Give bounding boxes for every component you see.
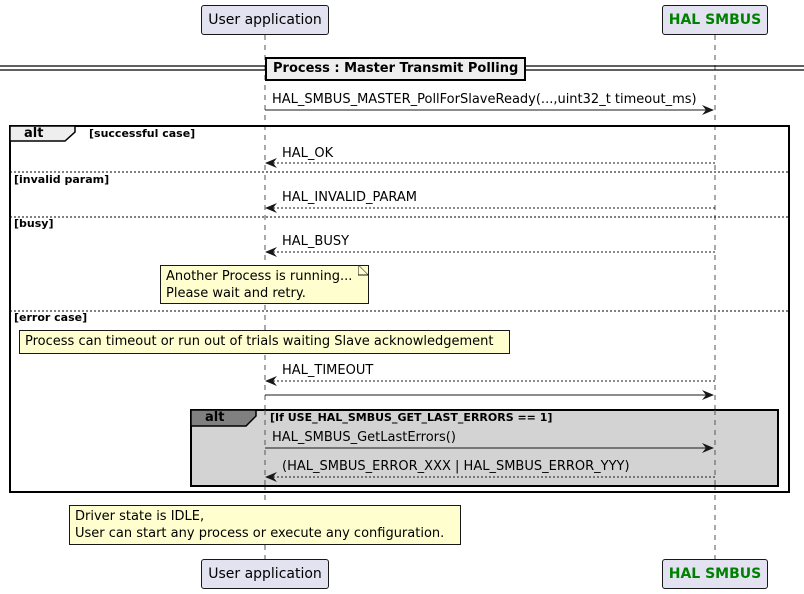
note-busy-line-2: Please wait and retry. bbox=[166, 286, 306, 301]
note-driver-idle: Driver state is IDLE, User can start any… bbox=[69, 505, 461, 545]
guard-successful-case: [successful case] bbox=[89, 127, 196, 140]
participant-hal-smbus-top: HAL SMBUS bbox=[662, 5, 768, 35]
participant-user-application-bottom: User application bbox=[201, 559, 329, 589]
participant-user-application-top: User application bbox=[201, 5, 329, 35]
note-idle-line-1: Driver state is IDLE, bbox=[75, 509, 205, 524]
guard-last-errors: [If USE_HAL_SMBUS_GET_LAST_ERRORS == 1] bbox=[270, 411, 553, 424]
note-error-case: Process can timeout or run out of trials… bbox=[19, 330, 510, 354]
request-message: HAL_SMBUS_MASTER_PollForSlaveReady(...,u… bbox=[272, 92, 697, 107]
note-busy-line-1: Another Process is running... bbox=[166, 269, 353, 284]
note-idle-line-2: User can start any process or execute an… bbox=[75, 526, 445, 541]
divider-title: Process : Master Transmit Polling bbox=[265, 57, 527, 81]
alt-keyword-outer: alt bbox=[24, 126, 44, 141]
reply-hal-ok: HAL_OK bbox=[282, 146, 334, 161]
guard-error-case: [error case] bbox=[14, 311, 88, 324]
guard-busy: [busy] bbox=[14, 217, 54, 230]
reply-hal-timeout: HAL_TIMEOUT bbox=[282, 363, 374, 378]
alt-keyword-inner: alt bbox=[205, 410, 225, 425]
participant-hal-smbus-bottom: HAL SMBUS bbox=[662, 559, 768, 589]
reply-error-flags: (HAL_SMBUS_ERROR_XXX | HAL_SMBUS_ERROR_Y… bbox=[282, 459, 630, 474]
note-busy: Another Process is running... Please wai… bbox=[160, 265, 369, 304]
note-fold-icon bbox=[358, 265, 369, 276]
call-get-last-errors: HAL_SMBUS_GetLastErrors() bbox=[272, 430, 456, 445]
note-error-text: Process can timeout or run out of trials… bbox=[25, 334, 494, 349]
reply-hal-invalid-param: HAL_INVALID_PARAM bbox=[282, 190, 418, 205]
guard-invalid-param: [invalid param] bbox=[14, 173, 110, 186]
reply-hal-busy: HAL_BUSY bbox=[282, 234, 350, 249]
